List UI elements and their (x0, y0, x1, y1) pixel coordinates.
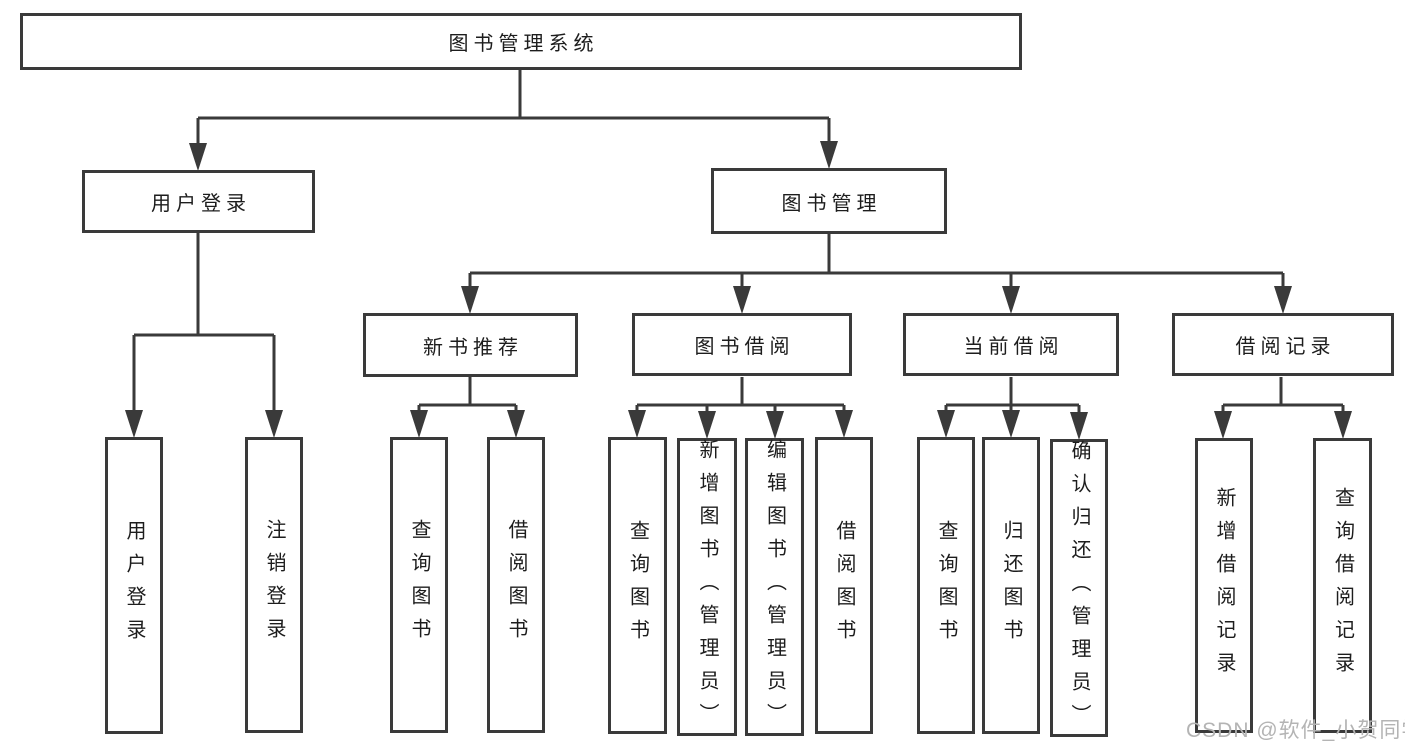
arrowhead (835, 410, 853, 438)
node-label: 用户登录 (123, 519, 145, 652)
node-library-management-system: 图书管理系统 (20, 13, 1022, 70)
leaf-borrow-books: 借阅图书 (815, 437, 873, 734)
arrowhead (125, 410, 143, 438)
node-label: 图书管理 (781, 192, 882, 215)
node-label: 归还图书 (1000, 519, 1022, 652)
node-label: 借阅记录 (1235, 336, 1336, 358)
node-user-login: 用户登录 (82, 170, 315, 233)
node-book-management: 图书管理 (711, 168, 947, 234)
arrowhead (1002, 286, 1020, 314)
leaf-add-books-admin: 新增图书（管理员） (677, 438, 737, 736)
arrowhead (461, 286, 479, 314)
node-label: 借阅图书 (505, 519, 527, 651)
leaf-query-borrow-record: 查询借阅记录 (1313, 438, 1372, 733)
connector-book-borrowing-to-leaves (635, 377, 846, 420)
leaf-query-books-current: 查询图书 (917, 437, 975, 734)
arrowhead (1334, 411, 1352, 439)
node-book-borrowing: 图书借阅 (632, 313, 852, 376)
arrowhead (189, 143, 207, 171)
node-label: 借阅图书 (833, 519, 855, 652)
arrowhead (733, 286, 751, 314)
node-label: 注销登录 (263, 519, 285, 651)
arrowhead (820, 141, 838, 169)
leaf-return-books: 归还图书 (982, 437, 1040, 734)
arrowhead (410, 410, 428, 438)
leaf-confirm-return-admin: 确认归还（管理员） (1050, 439, 1108, 737)
arrowhead (507, 410, 525, 438)
node-label: 查询图书 (626, 519, 649, 652)
leaf-query-books-borrowing: 查询图书 (608, 437, 667, 734)
node-label: 图书借阅 (694, 336, 795, 358)
connector-user-login-to-leaves (132, 233, 276, 420)
connector-root-to-level2 (196, 70, 831, 152)
leaf-query-books-recommend: 查询图书 (390, 437, 448, 733)
csdn-watermark: CSDN @软件_小贺同学 (1186, 719, 1405, 742)
node-label: 用户登录 (151, 193, 251, 215)
node-new-book-recommendation: 新书推荐 (363, 313, 578, 377)
node-label: 查询借阅记录 (1331, 486, 1354, 685)
node-borrowing-records: 借阅记录 (1172, 313, 1394, 376)
arrowhead (937, 410, 955, 438)
leaf-borrow-books-recommend: 借阅图书 (487, 437, 545, 733)
node-current-borrowing: 当前借阅 (903, 313, 1119, 376)
node-label: 编辑图书（管理员） (763, 438, 786, 736)
node-label: 当前借阅 (963, 336, 1064, 358)
arrowhead (766, 411, 784, 439)
arrowhead (1274, 286, 1292, 314)
node-label: 新增图书（管理员） (696, 438, 718, 736)
leaf-add-borrow-record: 新增借阅记录 (1195, 438, 1253, 733)
node-label: 查询图书 (935, 519, 957, 652)
leaf-user-login: 用户登录 (105, 437, 163, 734)
arrowhead (1070, 412, 1088, 440)
connector-borrow-records-to-leaves (1221, 377, 1345, 420)
arrowhead (698, 411, 716, 439)
arrowhead (628, 410, 646, 438)
node-label: 新增借阅记录 (1213, 486, 1235, 685)
node-label: 查询图书 (408, 519, 430, 651)
connector-book-management-to-level3 (468, 234, 1285, 296)
leaf-edit-books-admin: 编辑图书（管理员） (745, 438, 804, 736)
connector-new-book-rec-to-leaves (417, 377, 518, 420)
node-label: 图书管理系统 (448, 33, 599, 55)
arrowhead (265, 410, 283, 438)
node-label: 新书推荐 (423, 336, 523, 359)
arrowhead (1214, 411, 1232, 439)
node-label: 确认归还（管理员） (1068, 439, 1090, 737)
arrowhead (1002, 410, 1020, 438)
leaf-logout: 注销登录 (245, 437, 303, 733)
